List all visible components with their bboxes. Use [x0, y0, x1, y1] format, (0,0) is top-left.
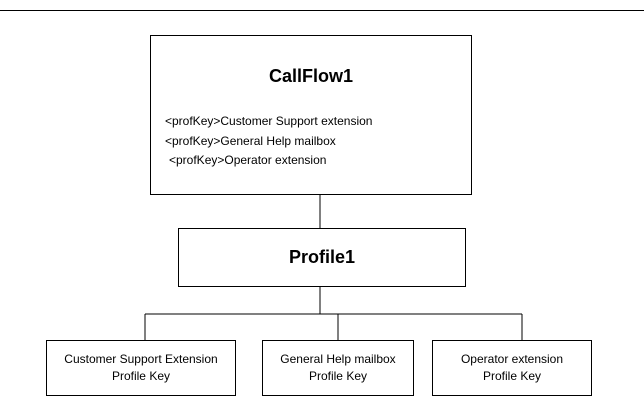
profile-key-line: Customer Support Extension [64, 352, 218, 366]
profile-key-line: Profile Key [482, 369, 542, 383]
profile-key-line: Profile Key [308, 369, 367, 383]
profile-key-line: General Help mailbox [280, 352, 396, 366]
profile-key-line: Operator extension [460, 352, 564, 366]
profile-title: Profile1 [288, 247, 356, 267]
profile-key-box-customer-support: Customer Support Extension Profile Key [46, 340, 236, 396]
profile-key-box-operator: Operator extension Profile Key [432, 340, 592, 396]
callflow-box: CallFlow1 <profKey>Customer Support exte… [150, 35, 472, 195]
callflow-entry: <profKey>General Help mailbox [165, 134, 336, 148]
profile-box: Profile1 [178, 228, 466, 287]
profile-key-line: Profile Key [111, 369, 170, 383]
callflow-entry: <profKey>Operator extension [169, 153, 327, 167]
callflow-entry: <profKey>Customer Support extension [165, 114, 373, 128]
top-divider [0, 10, 644, 11]
profile-key-box-general-help: General Help mailbox Profile Key [262, 340, 414, 396]
callflow-title: CallFlow1 [268, 66, 353, 86]
